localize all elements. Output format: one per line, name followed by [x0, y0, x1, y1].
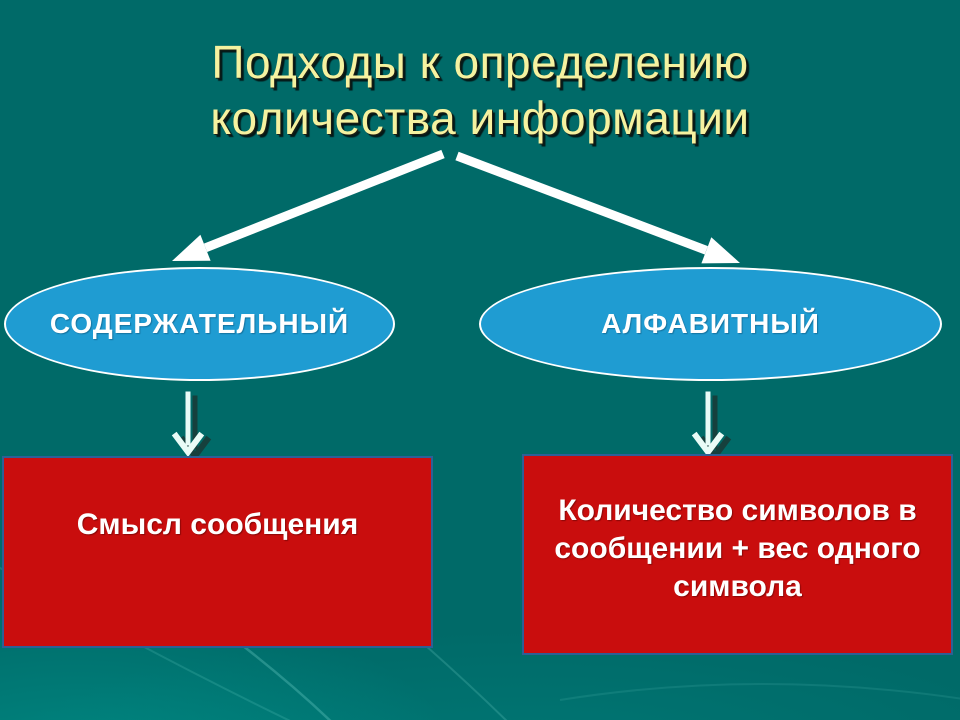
connector-arrow-left-icon — [171, 391, 212, 461]
slide-title: Подходы к определению количества информа… — [210, 36, 750, 145]
ellipse-alphabet-approach: АЛФАВИТНЫЙ — [479, 267, 942, 381]
box-message-meaning: Смысл сообщения — [2, 456, 433, 648]
flow-arrow-right-icon — [455, 151, 740, 264]
ellipse-alphabet-approach-label: АЛФАВИТНЫЙ — [601, 308, 820, 339]
box-symbol-count-text: Количество символов в сообщении + вес од… — [554, 494, 921, 603]
connector-arrow-right-icon — [691, 391, 732, 461]
box-message-meaning-text: Смысл сообщения — [76, 508, 359, 541]
ellipse-content-approach-label: СОДЕРЖАТЕЛЬНЫЙ — [49, 308, 350, 339]
box-symbol-count: Количество символов в сообщении + вес од… — [522, 454, 953, 655]
ellipse-content-approach: СОДЕРЖАТЕЛЬНЫЙ — [4, 267, 395, 381]
flow-arrow-left-icon — [172, 149, 445, 261]
